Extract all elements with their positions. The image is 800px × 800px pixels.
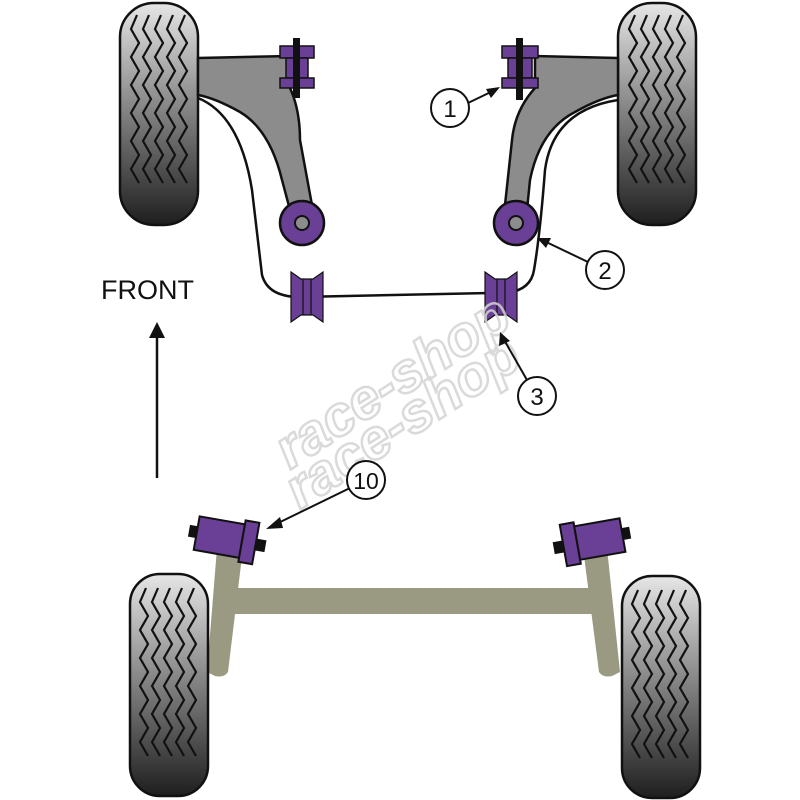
front-right-lower-arm xyxy=(503,54,620,212)
watermark: race-shop race-shop xyxy=(261,280,532,521)
front-left-arm-front-bushing xyxy=(279,38,315,98)
rear-left-beam-bushing xyxy=(187,515,267,566)
callout-10-label: 10 xyxy=(353,468,379,494)
callout-10: 10 xyxy=(266,460,386,529)
front-label: FRONT xyxy=(101,275,194,305)
front-right-arm-front-bushing xyxy=(501,38,539,100)
front-direction-arrow xyxy=(149,322,165,478)
callout-1: 1 xyxy=(430,87,500,128)
rear-right-beam-bushing xyxy=(552,517,632,568)
callout-2: 2 xyxy=(537,238,625,290)
front-left-arb-bushing xyxy=(290,270,324,324)
rear-beam-axle xyxy=(207,548,620,677)
callout-1-label: 1 xyxy=(443,96,456,123)
front-left-tyre xyxy=(118,1,200,227)
front-right-tyre xyxy=(616,1,698,227)
callout-3-label: 3 xyxy=(530,384,543,411)
callout-2-label: 2 xyxy=(598,258,611,285)
front-left-arm-rear-bushing xyxy=(278,199,326,247)
front-right-arb-bushing xyxy=(484,270,518,324)
rear-right-tyre xyxy=(620,574,702,800)
front-left-lower-arm xyxy=(196,54,314,212)
rear-left-tyre xyxy=(128,572,210,798)
callout-3: 3 xyxy=(499,332,557,416)
front-right-arm-rear-bushing xyxy=(492,199,540,247)
